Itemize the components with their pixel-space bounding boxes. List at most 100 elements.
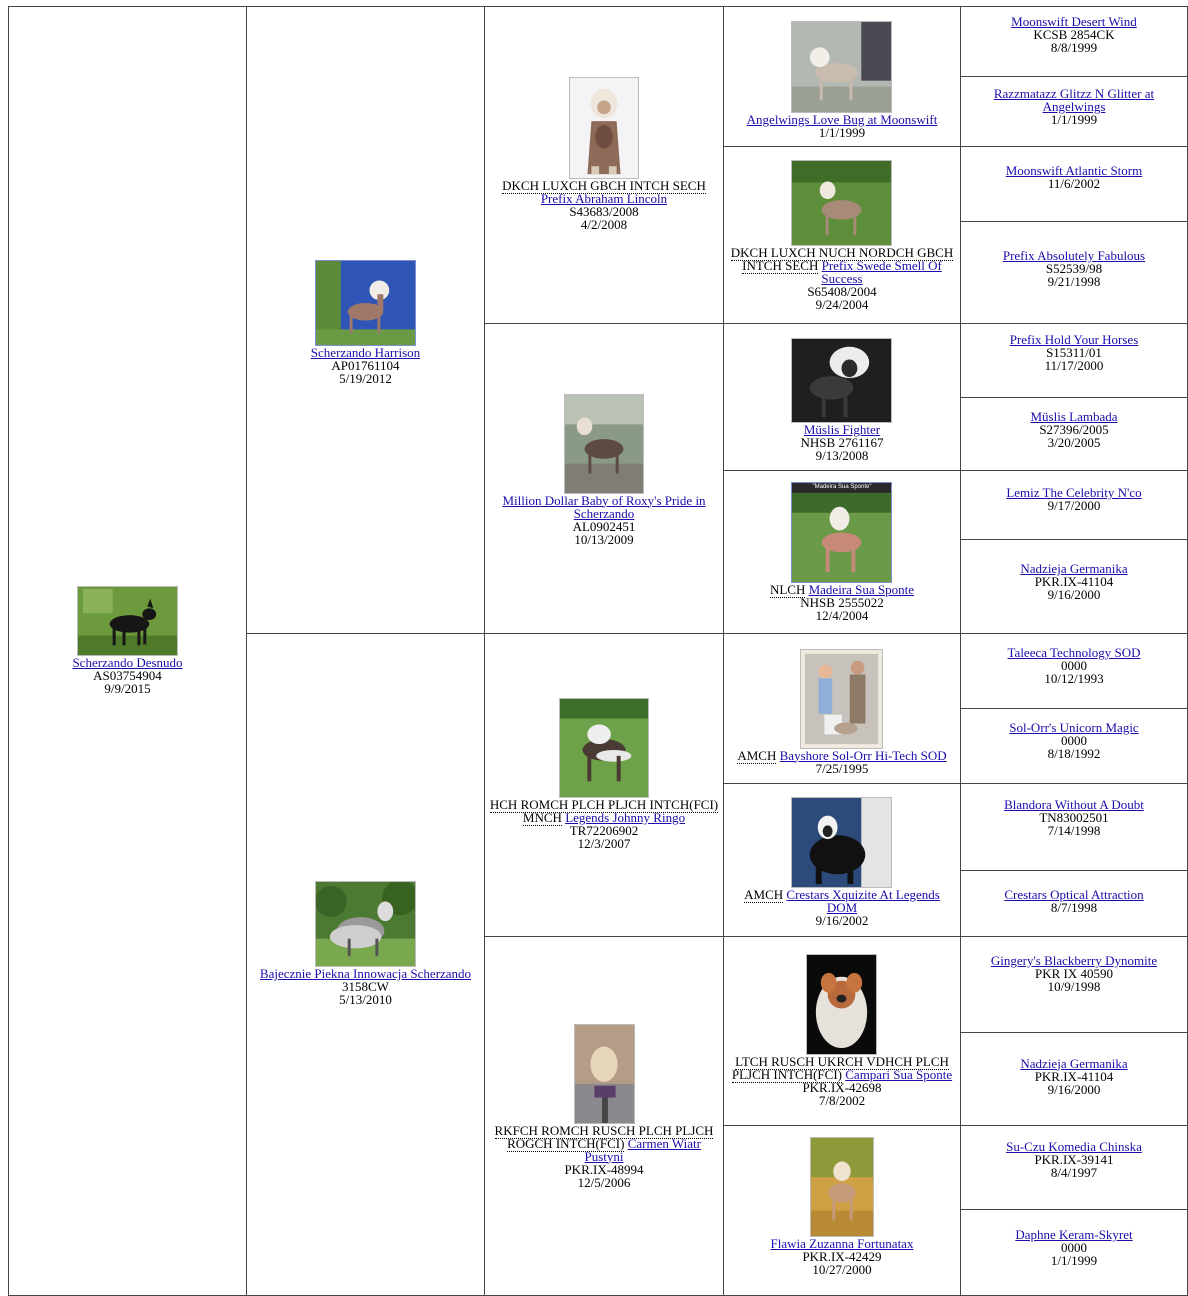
pedigree-cell-gen3: RKFCH ROMCH RUSCH PLCH PLJCH ROGCH INTCH… <box>484 936 724 1296</box>
dog-name-link[interactable]: Prefix Hold Your Horses <box>1009 332 1139 347</box>
dog-photo[interactable] <box>573 1023 635 1124</box>
birth-date: 12/3/2007 <box>577 836 631 851</box>
dog-photo[interactable] <box>809 1137 874 1237</box>
dog-name-link[interactable]: Campari Sua Sponte <box>845 1066 953 1082</box>
show-photo[interactable] <box>800 648 884 749</box>
photo-caption: "Madeira Sua Sponte" <box>812 484 872 490</box>
dog-name-link[interactable]: Prefix Swede Smell Of Success <box>821 257 942 286</box>
pedigree-cell-gen3: HCH ROMCH PLCH PLJCH INTCH(FCI) MNCH Leg… <box>484 633 724 937</box>
pedigree-cell-gen4: Flawia Zuzanna Fortunatax PKR.IX-42429 1… <box>723 1125 961 1296</box>
birth-date: 1/1/1999 <box>1050 1253 1098 1268</box>
dog-name-link[interactable]: Sol-Orr's Unicorn Magic <box>1009 719 1139 735</box>
dog-name-link[interactable]: Flawia Zuzanna Fortunatax <box>770 1236 914 1251</box>
dog-photo[interactable] <box>791 159 893 246</box>
dog-name-link[interactable]: Gingery's Blackberry Dynomite <box>990 953 1158 968</box>
pedigree-cell-gen4: AMCH Bayshore Sol-Orr Hi-Tech SOD 7/25/1… <box>723 633 961 784</box>
birth-date: 11/6/2002 <box>1047 176 1101 191</box>
birth-date: 9/16/2000 <box>1047 587 1101 602</box>
dog-name-link[interactable]: Scherzando Harrison <box>310 344 421 360</box>
registration-number: 0000 <box>1060 732 1087 748</box>
dog-name-link[interactable]: Lemiz The Celebrity N'co <box>1006 485 1142 500</box>
dog-name-link[interactable]: Prefix Absolutely Fabulous <box>1002 248 1146 263</box>
pedigree-cell-gen5: Nadzieja Germanika PKR.IX-41104 9/16/200… <box>960 539 1188 634</box>
dog-name-link[interactable]: Moonswift Atlantic Storm <box>1005 163 1143 178</box>
birth-date: 12/4/2004 <box>815 608 869 623</box>
registration-number: 3158CW <box>342 979 389 994</box>
pedigree-cell-gen5: Moonswift Atlantic Storm 11/6/2002 <box>960 146 1188 222</box>
registration-number: PKR.IX-48994 <box>564 1161 644 1177</box>
dog-photo[interactable] <box>564 393 644 494</box>
registration-number: TR72206902 <box>569 823 639 838</box>
pedigree-cell-gen5: Lemiz The Celebrity N'co 9/17/2000 <box>960 470 1188 540</box>
dog-name-link[interactable]: Moonswift Desert Wind <box>1011 14 1137 29</box>
pedigree-cell-gen4: Müslis Fighter NHSB 2761167 9/13/2008 <box>723 323 961 471</box>
titles-abbr[interactable]: AMCH <box>737 747 777 764</box>
dog-name-link[interactable]: Müslis Fighter <box>803 422 881 437</box>
birth-date: 8/18/1992 <box>1047 745 1101 761</box>
dog-photo[interactable] <box>314 881 416 967</box>
pedigree-cell-gen3: Million Dollar Baby of Roxy's Pride in S… <box>484 323 724 634</box>
dog-name-link[interactable]: Prefix Abraham Lincoln <box>540 191 668 206</box>
birth-date: 8/4/1997 <box>1050 1165 1098 1180</box>
black-dog-photo[interactable] <box>76 585 178 656</box>
dog-name-link[interactable]: Legends Johnny Ringo <box>565 810 686 825</box>
birth-date: 9/16/2000 <box>1047 1081 1101 1097</box>
dog-name-link[interactable]: Bayshore Sol-Orr Hi-Tech SOD <box>779 747 947 763</box>
pedigree-cell-gen5: Moonswift Desert Wind KCSB 2854CK 8/8/19… <box>960 6 1188 77</box>
dog-name-link[interactable]: Daphne Keram-Skyret <box>1015 1227 1133 1242</box>
titles-abbr[interactable]: DKCH LUXCH NUCH NORDCH GBCH INTCH SECH <box>730 244 954 274</box>
birth-date: 11/17/2000 <box>1044 358 1104 373</box>
dog-name-link[interactable]: Bajecznie Piekna Innowacja Scherzando <box>259 966 472 981</box>
dog-photo[interactable] <box>314 259 416 346</box>
dog-photo[interactable]: "Madeira Sua Sponte" <box>791 482 893 583</box>
registration-number: KCSB 2854CK <box>1033 27 1115 42</box>
dog-name-link[interactable]: Su-Czu Komedia Chinska <box>1006 1139 1142 1154</box>
black-dog-photo[interactable] <box>791 797 893 888</box>
birth-date: 9/24/2004 <box>815 296 869 312</box>
pedigree-cell-gen5: Prefix Absolutely Fabulous S52539/98 9/2… <box>960 221 1188 324</box>
dog-photo[interactable] <box>569 77 639 179</box>
birth-date: 10/13/2009 <box>574 531 634 547</box>
birth-date: 10/9/1998 <box>1047 979 1101 994</box>
pedigree-cell-sire: Scherzando Harrison AP01761104 5/19/2012 <box>246 6 485 634</box>
registration-number: S43683/2008 <box>569 204 639 219</box>
dog-name-link[interactable]: Angelwings Love Bug at Moonswift <box>746 111 938 127</box>
dog-name-link[interactable]: Blandora Without A Doubt <box>1004 796 1144 812</box>
dog-name-link[interactable]: Crestars Xquizite At Legends DOM <box>786 887 940 915</box>
dog-name-link[interactable]: Nadzieja Germanika <box>1020 561 1128 576</box>
birth-date: 9/16/2002 <box>815 913 869 928</box>
titles-abbr[interactable]: RKFCH ROMCH RUSCH PLCH PLJCH ROGCH INTCH… <box>494 1122 714 1152</box>
titles-abbr[interactable]: LTCH RUSCH UKRCH VDHCH PLCH PLJCH INTCH(… <box>731 1053 949 1083</box>
registration-number: PKR.IX-41104 <box>1034 1068 1114 1084</box>
titles-abbr[interactable]: HCH ROMCH PLCH PLJCH INTCH(FCI) MNCH <box>489 797 719 826</box>
registration-number: PKR.IX-42698 <box>802 1079 882 1095</box>
pedigree-cell-gen5: Nadzieja Germanika PKR.IX-41104 9/16/200… <box>960 1032 1188 1126</box>
birth-date: 3/20/2005 <box>1047 434 1101 450</box>
registration-number: 0000 <box>1060 657 1087 673</box>
dog-name-link[interactable]: Müslis Lambada <box>1030 408 1118 424</box>
dog-photo[interactable] <box>559 698 649 798</box>
registration-number: PKR.IX-42429 <box>802 1249 882 1264</box>
dog-name-link[interactable]: Scherzando Desnudo <box>72 654 183 670</box>
titles-abbr[interactable]: DKCH LUXCH GBCH INTCH SECH <box>502 178 706 194</box>
birth-date: 4/2/2008 <box>580 217 628 232</box>
titles-abbr[interactable]: NLCH <box>769 582 806 598</box>
dog-name-link[interactable]: Million Dollar Baby of Roxy's Pride in S… <box>502 492 706 521</box>
titles-abbr[interactable]: AMCH <box>744 887 784 903</box>
dog-name-link[interactable]: Crestars Optical Attraction <box>1004 886 1144 902</box>
dog-photo[interactable] <box>791 338 893 423</box>
registration-number: AP01761104 <box>331 357 400 373</box>
pedigree-cell-gen5: Sol-Orr's Unicorn Magic 0000 8/18/1992 <box>960 708 1188 784</box>
dog-name-link[interactable]: Taleeca Technology SOD <box>1007 644 1141 660</box>
dog-name-link[interactable]: Madeira Sua Sponte <box>808 582 915 597</box>
dog-name-link[interactable]: Razzmatazz Glitzz N Glitter at Angelwing… <box>993 86 1155 114</box>
registration-number: 0000 <box>1060 1240 1087 1255</box>
birth-date: 9/13/2008 <box>815 448 869 463</box>
dog-name-link[interactable]: Nadzieja Germanika <box>1020 1055 1128 1071</box>
pedigree-cell-gen4: DKCH LUXCH NUCH NORDCH GBCH INTCH SECH P… <box>723 146 961 324</box>
dog-photo[interactable] <box>791 20 893 113</box>
dog-name-link[interactable]: Carmen Wiatr Pustyni <box>584 1135 701 1164</box>
pedigree-cell-gen4: AMCH Crestars Xquizite At Legends DOM 9/… <box>723 783 961 937</box>
birth-date: 10/12/1993 <box>1044 670 1104 686</box>
dog-photo[interactable] <box>806 953 878 1055</box>
